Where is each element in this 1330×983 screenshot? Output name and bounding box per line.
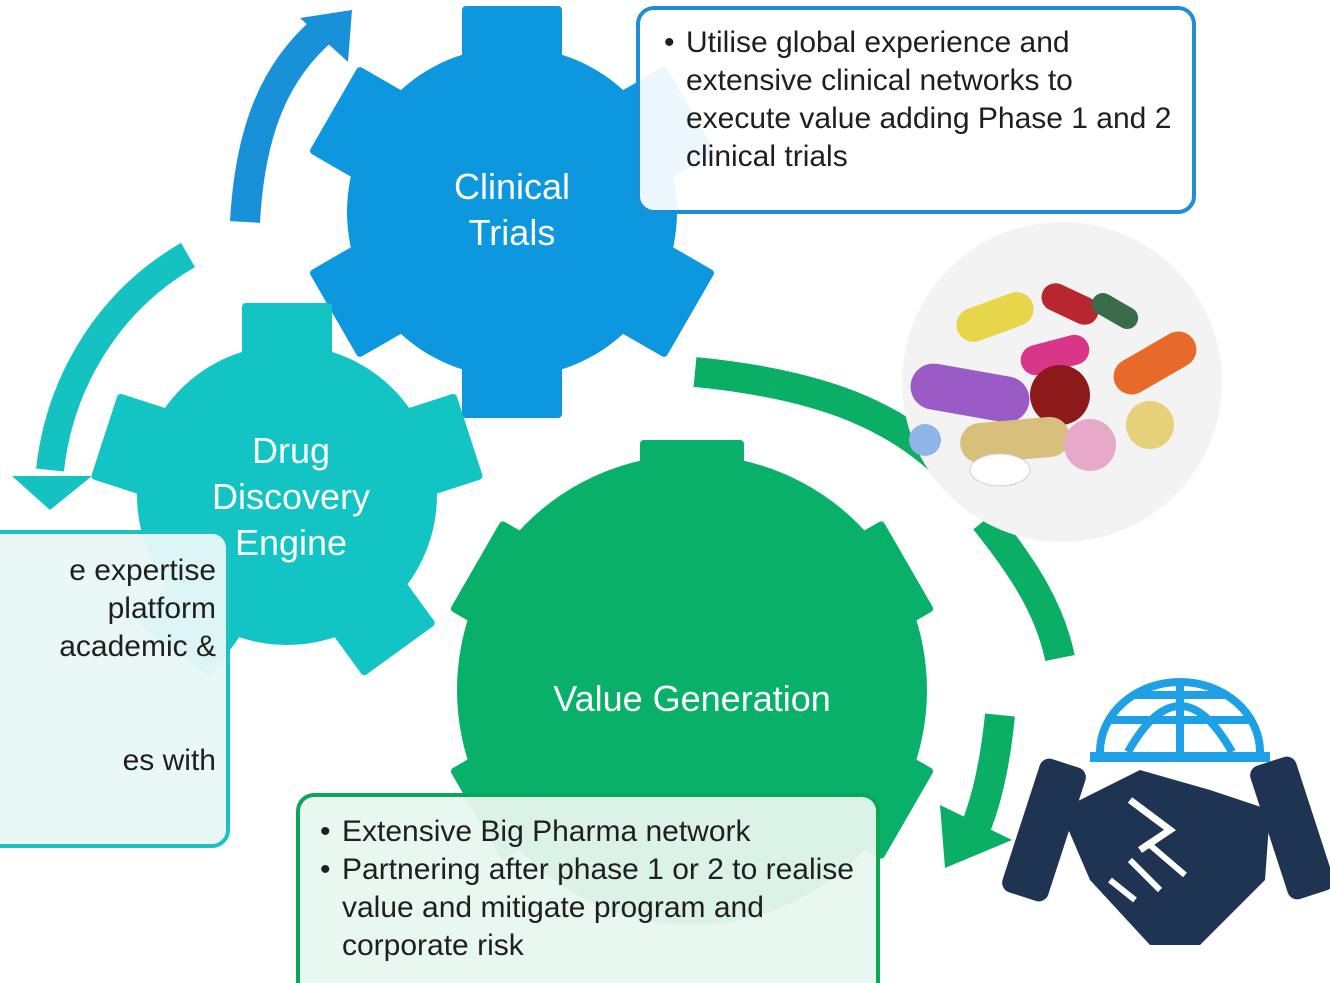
discovery-line xyxy=(0,666,216,704)
clinical-bullets: Utilise global experience and extensive … xyxy=(660,24,1172,176)
gear-drug-discovery xyxy=(91,303,483,676)
cycle-arrow-blue xyxy=(230,10,352,223)
value-bullet: Partnering after phase 1 or 2 to realise… xyxy=(320,851,866,965)
clinical-trials-label: Clinical Trials xyxy=(432,164,592,256)
clinical-bullet: Utilise global experience and extensive … xyxy=(664,24,1172,176)
pills-photo xyxy=(902,222,1222,542)
discovery-label-line-2: Discovery xyxy=(211,476,371,517)
discovery-label-line-3: Engine xyxy=(234,522,348,563)
value-generation-label: Value Generation xyxy=(553,678,831,719)
cycle-arrow-teal xyxy=(12,242,196,510)
discovery-line: es with xyxy=(122,744,216,777)
value-bullets: Extensive Big Pharma network Partnering … xyxy=(316,813,866,965)
globe-handshake-icon xyxy=(1002,678,1330,945)
clinical-trials-box: Utilise global experience and extensive … xyxy=(636,6,1196,214)
drug-discovery-label: Drug Discovery Engine xyxy=(196,428,386,566)
discovery-line: academic & xyxy=(59,630,216,663)
discovery-line: platform xyxy=(107,592,216,625)
clinical-label-line-2: Trials xyxy=(468,212,556,253)
drug-discovery-box: e expertise platform academic & es with xyxy=(0,530,230,848)
value-generation-box: Extensive Big Pharma network Partnering … xyxy=(296,793,880,983)
clinical-label-line-1: Clinical xyxy=(453,166,571,207)
discovery-label-line-1: Drug xyxy=(251,430,331,471)
value-bullet: Extensive Big Pharma network xyxy=(320,813,866,851)
discovery-line: e expertise xyxy=(69,554,216,587)
